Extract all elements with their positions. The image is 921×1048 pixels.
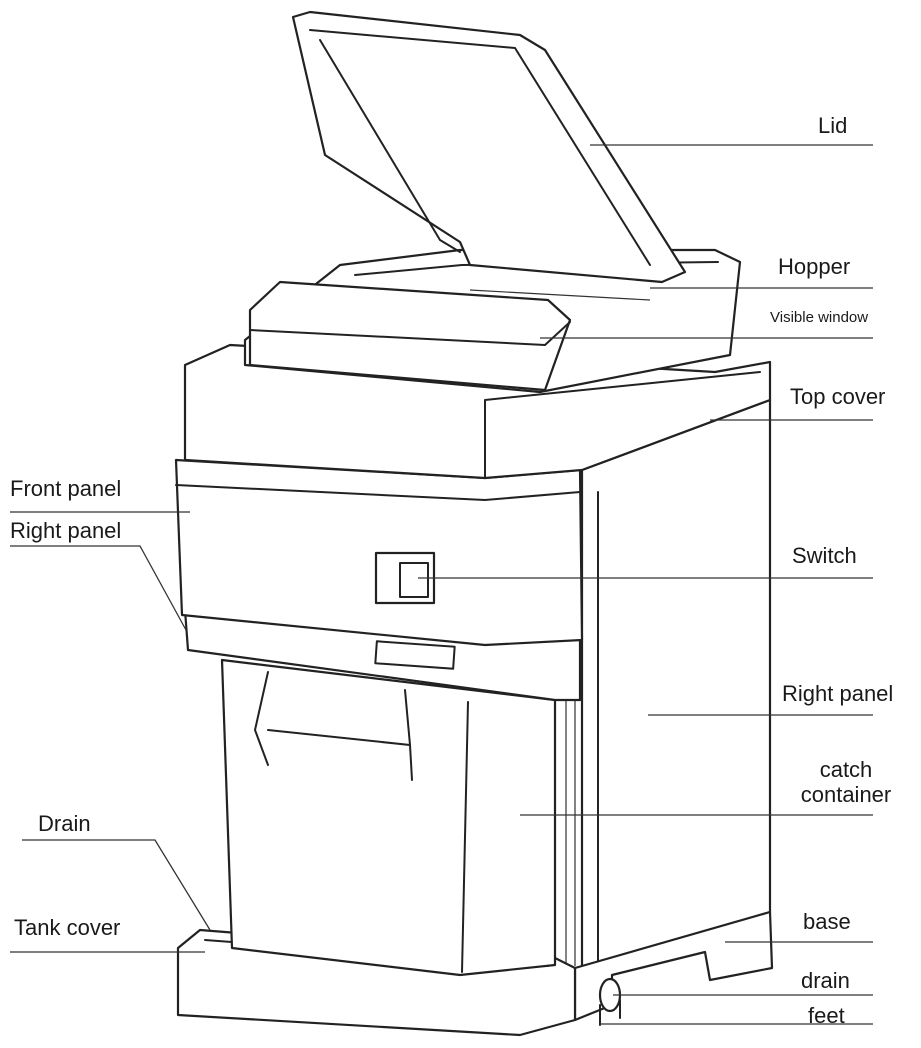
label-feet: feet [808,1003,845,1028]
lower-bezel-slot [374,640,456,670]
label-catch-container: catch container [782,757,910,807]
right-side-panel [580,398,772,972]
label-right-panel-right: Right panel [782,681,894,706]
visible-window-shape [248,280,572,392]
label-lid: Lid [818,113,848,138]
label-front-panel: Front panel [10,476,122,501]
feet-shape [599,999,621,1026]
lid-inner [309,29,651,266]
label-right-panel-left: Right panel [10,518,122,543]
label-tank-cover: Tank cover [14,915,121,940]
label-visible-window: Visible window [770,309,869,326]
catch-container-handle [254,671,413,781]
front-panel-seam [175,484,581,501]
top-cover-ridge [484,371,761,479]
label-catch-line2: container [800,781,892,807]
label-catch-line1: catch [819,757,873,782]
label-drain-right: drain [801,968,850,993]
base-side [573,910,774,1022]
label-switch: Switch [792,543,857,568]
catch-container-shape [220,658,557,977]
label-hopper: Hopper [778,254,851,279]
label-base: base [803,909,851,934]
catch-container-edge [461,701,469,973]
switch-rocker [399,562,429,598]
visible-window-line [249,321,571,346]
leader-drain-left [22,839,211,931]
lid-shape [291,10,687,284]
hopper-inner-rim-2 [469,289,651,301]
label-drain-left: Drain [38,811,91,836]
label-top-cover: Top cover [790,384,886,409]
leader-right-panel-left [10,545,187,631]
